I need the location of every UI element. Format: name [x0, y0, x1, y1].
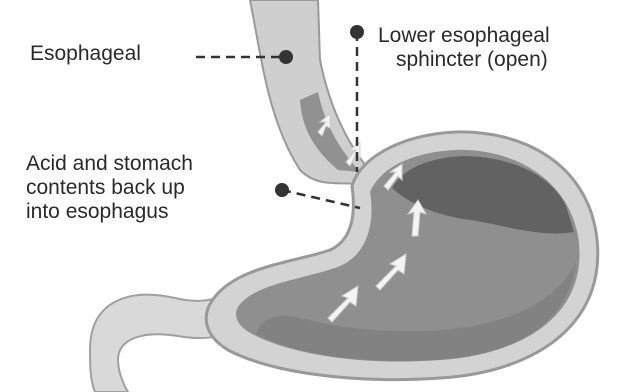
reflux-label-line2: contents back up: [26, 176, 193, 200]
sphincter-label-line2: sphincter (open): [378, 48, 550, 72]
sphincter-label-line1: Lower esophageal: [378, 24, 550, 48]
reflux-label-line1: Acid and stomach: [26, 152, 193, 176]
esophageal-label: Esophageal: [30, 42, 141, 66]
sphincter-label: Lower esophageal sphincter (open): [378, 24, 550, 72]
reflux-label: Acid and stomach contents back up into e…: [26, 152, 193, 224]
acid-leader: [282, 190, 360, 208]
reflux-label-line3: into esophagus: [26, 200, 193, 224]
